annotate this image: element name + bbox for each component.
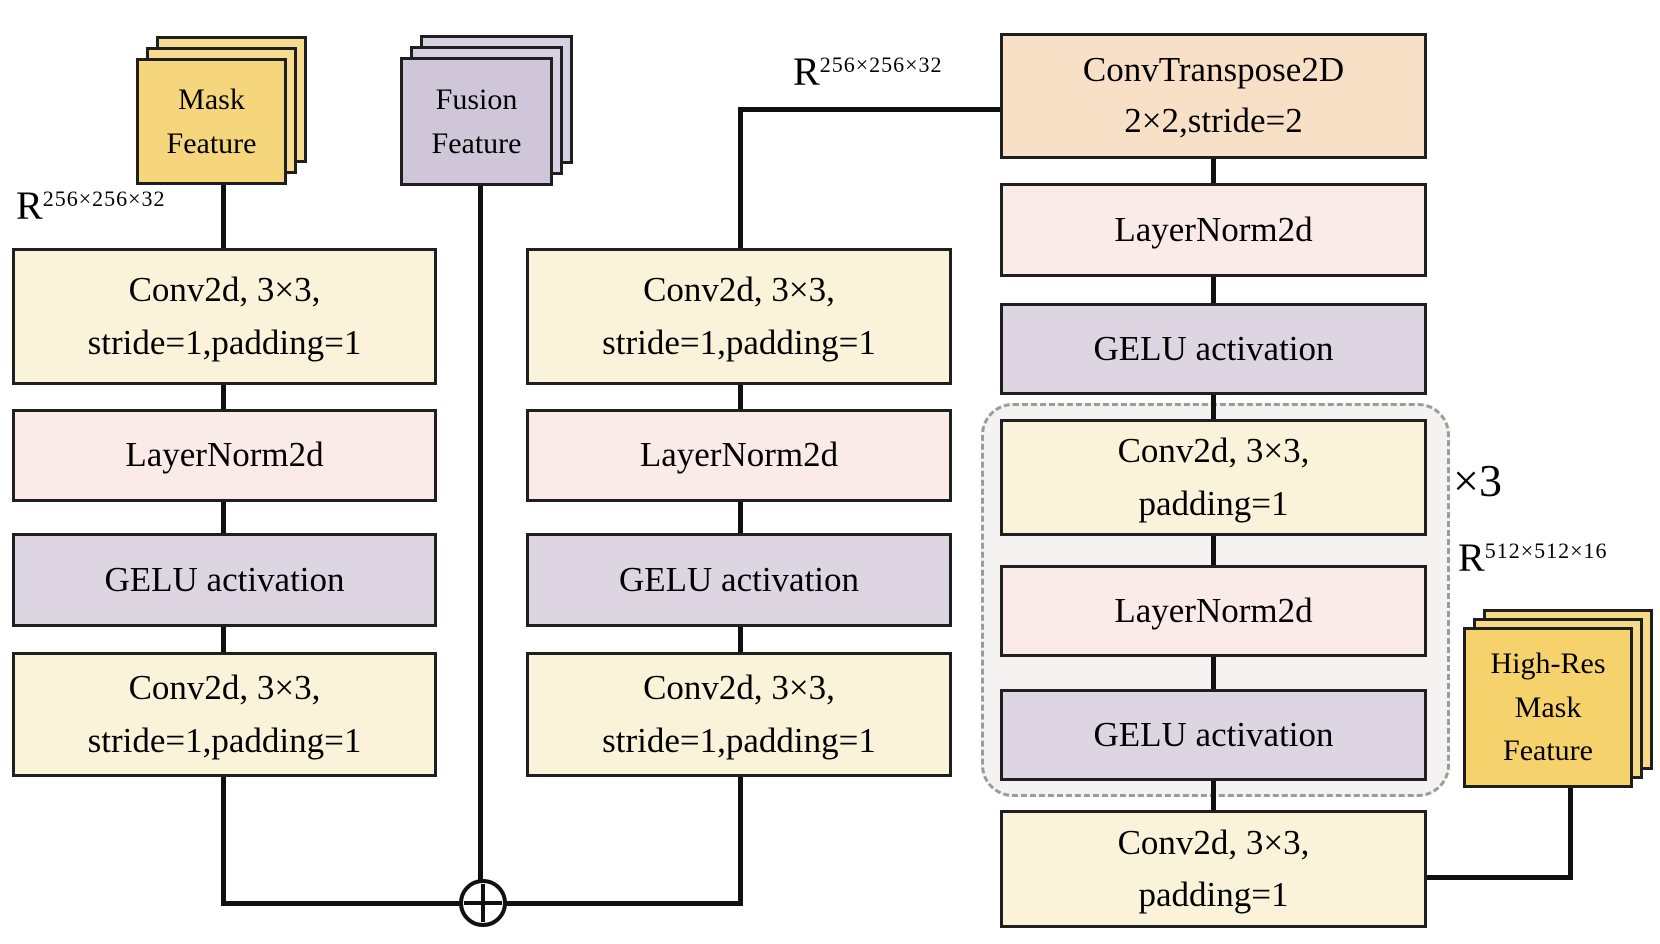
repeat-layernorm-label: LayerNorm2d [1114,590,1313,630]
middle-layernorm-block: LayerNorm2d [526,409,952,502]
connector-fusion-to-sum [478,186,483,903]
connector-left-2-3 [221,502,226,533]
connector-right-3-4 [1211,395,1216,419]
output-dim-annotation: R512×512×16 [1458,538,1608,578]
fusion-feature-label: Fusion Feature [431,83,522,160]
circled-plus-vertical-bar [481,884,485,922]
left-layernorm-label: LayerNorm2d [125,435,324,475]
mid-dim-annotation: R256×256×32 [793,52,943,92]
left-conv-block-2: Conv2d, 3×3, stride=1,padding=1 [12,652,437,777]
left-gelu-label: GELU activation [104,559,345,599]
connector-right-1-2 [1211,159,1216,183]
middle-layernorm-label: LayerNorm2d [639,435,839,475]
mid-dim-sup: 256×256×32 [819,52,943,77]
connector-middle-out-down [738,777,743,906]
input-dim-annotation: R256×256×32 [16,186,166,226]
left-conv-block-1-label: Conv2d, 3×3, stride=1,padding=1 [87,270,362,362]
repeat-conv-label: Conv2d, 3×3, padding=1 [1117,431,1310,523]
left-conv-block-2-label: Conv2d, 3×3, stride=1,padding=1 [87,668,362,760]
repeat-count-annotation: ×3 [1453,455,1502,506]
connector-mask-to-conv [221,185,226,248]
middle-conv-block-1: Conv2d, 3×3, stride=1,padding=1 [526,248,952,385]
fusion-feature-card: Fusion Feature [400,57,553,186]
mask-feature-label: Mask Feature [166,83,257,160]
high-res-mask-feature-label: High-Res Mask Feature [1490,647,1606,768]
output-conv-block: Conv2d, 3×3, padding=1 [1000,810,1427,928]
connector-output-up [1568,788,1573,880]
connector-left-1-2 [221,385,226,409]
connector-left-3-4 [221,627,226,652]
output-dim-base: R [1458,535,1485,580]
left-layernorm-block: LayerNorm2d [12,409,437,502]
middle-conv-block-2: Conv2d, 3×3, stride=1,padding=1 [526,652,952,777]
right-gelu-block-1: GELU activation [1000,303,1427,395]
output-conv-label: Conv2d, 3×3, padding=1 [1117,822,1310,915]
connector-middle-riser [738,110,743,248]
high-res-mask-feature-card: High-Res Mask Feature [1463,627,1633,788]
connector-output-right [1427,875,1573,880]
connector-middle-3-4 [738,627,743,652]
connector-left-out-down [221,777,226,906]
connector-right-2-3 [1211,277,1216,303]
connector-right-6-7 [1211,781,1216,810]
left-conv-block-1: Conv2d, 3×3, stride=1,padding=1 [12,248,437,385]
connector-right-4-5 [1211,536,1216,565]
mask-feature-card: Mask Feature [136,58,287,185]
output-dim-sup: 512×512×16 [1484,538,1608,563]
right-layernorm-1-label: LayerNorm2d [1114,209,1313,249]
middle-gelu-label: GELU activation [618,559,860,599]
input-dim-base: R [16,183,43,228]
input-dim-sup: 256×256×32 [42,186,166,211]
middle-conv-block-1-label: Conv2d, 3×3, stride=1,padding=1 [602,270,876,362]
left-gelu-block: GELU activation [12,533,437,627]
middle-gelu-block: GELU activation [526,533,952,627]
circled-plus-icon [459,879,507,927]
connector-to-convtranspose [738,107,1000,112]
connector-middle-1-2 [738,385,743,409]
convtranspose-block: ConvTranspose2D 2×2,stride=2 [1000,33,1427,159]
repeat-gelu-label: GELU activation [1093,714,1334,754]
mid-dim-base: R [793,49,820,94]
connector-middle-2-3 [738,502,743,533]
middle-conv-block-2-label: Conv2d, 3×3, stride=1,padding=1 [602,668,876,760]
repeat-gelu-block: GELU activation [1000,689,1427,781]
convtranspose-label: ConvTranspose2D 2×2,stride=2 [1082,50,1345,140]
repeat-conv-block: Conv2d, 3×3, padding=1 [1000,419,1427,536]
repeat-layernorm-block: LayerNorm2d [1000,565,1427,657]
connector-right-5-6 [1211,657,1216,689]
right-layernorm-block-1: LayerNorm2d [1000,183,1427,277]
right-gelu-1-label: GELU activation [1093,328,1334,368]
